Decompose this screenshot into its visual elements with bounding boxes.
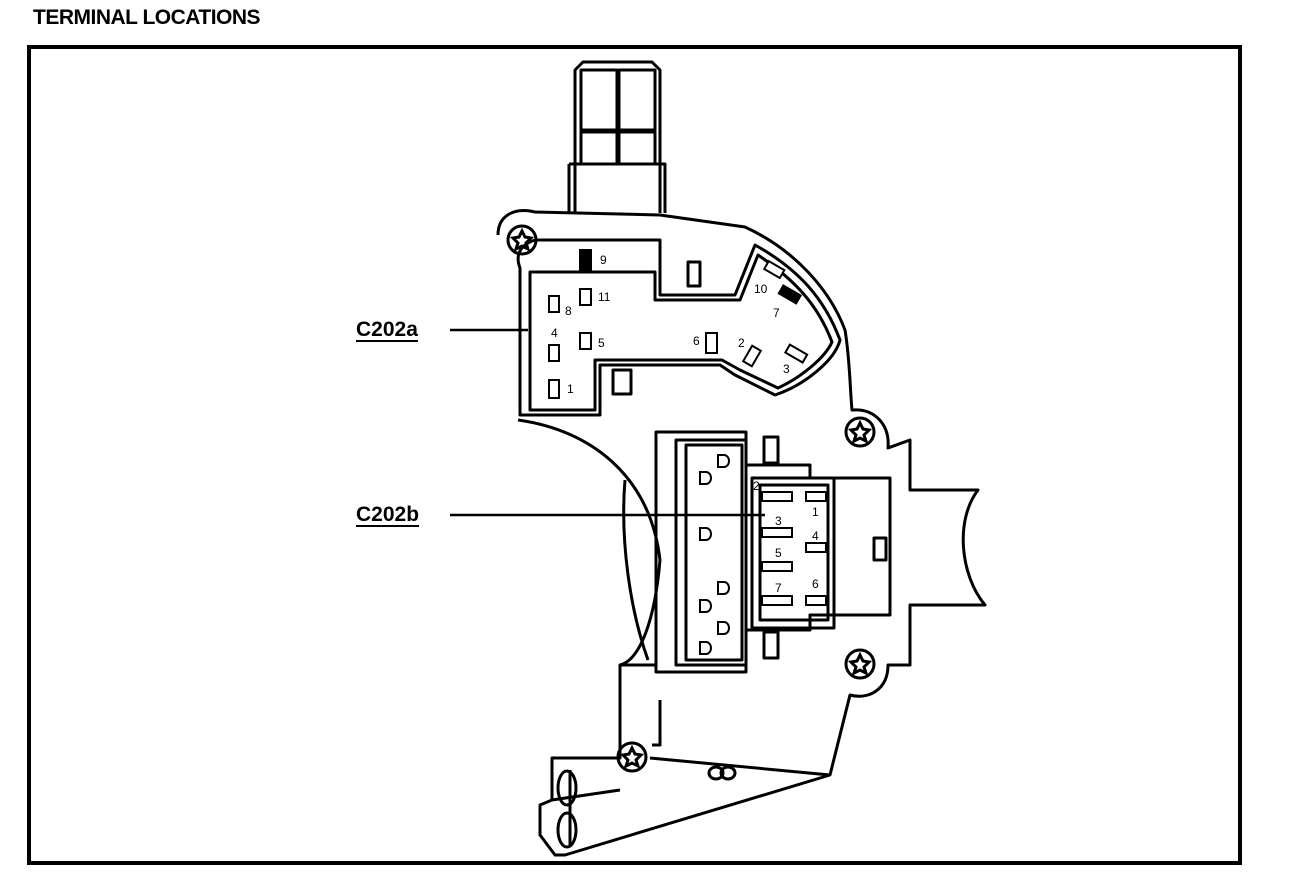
screw-icon (844, 416, 876, 448)
c202b-pin-labels: 2 1 3 4 5 7 6 (753, 479, 819, 595)
pin-label: 3 (775, 514, 782, 528)
screws (506, 224, 876, 773)
c202a-pin-labels: 9 11 8 4 5 1 6 2 10 7 3 (551, 253, 790, 396)
pin-label: 6 (693, 334, 700, 348)
pin-label: 8 (565, 304, 572, 318)
pin-label: 1 (812, 505, 819, 519)
pin-label: 4 (551, 326, 558, 340)
pin-label: 7 (773, 306, 780, 320)
pin-label: 2 (738, 336, 745, 350)
c202a-face (516, 238, 842, 417)
pin-label: 7 (775, 581, 782, 595)
c202b-sockets (699, 454, 730, 655)
pin-label: 1 (567, 382, 574, 396)
pin-label: 10 (754, 282, 768, 296)
pin-label: 4 (812, 529, 819, 543)
pin-label: 11 (598, 290, 611, 304)
c202a-callout: C202a (356, 318, 418, 341)
pin-label: 6 (812, 577, 819, 591)
c202b-housing (654, 430, 748, 674)
c202a-terminals (548, 249, 809, 399)
pin-label: 5 (598, 336, 605, 350)
pin-label: 9 (600, 253, 607, 267)
page-title: TERMINAL LOCATIONS (33, 6, 261, 29)
screw-icon (844, 648, 876, 680)
diagram-frame (27, 45, 1242, 865)
housing-outline (496, 209, 987, 857)
c202b-terminals (761, 491, 827, 606)
c202b-callout: C202b (356, 503, 420, 526)
pin-label: 3 (783, 362, 790, 376)
pin-label: 2 (753, 479, 760, 493)
leader-lines (450, 328, 765, 517)
screw-icon (506, 224, 538, 256)
screw-icon (616, 741, 648, 773)
pin-label: 5 (775, 546, 782, 560)
top-plug (567, 60, 667, 213)
